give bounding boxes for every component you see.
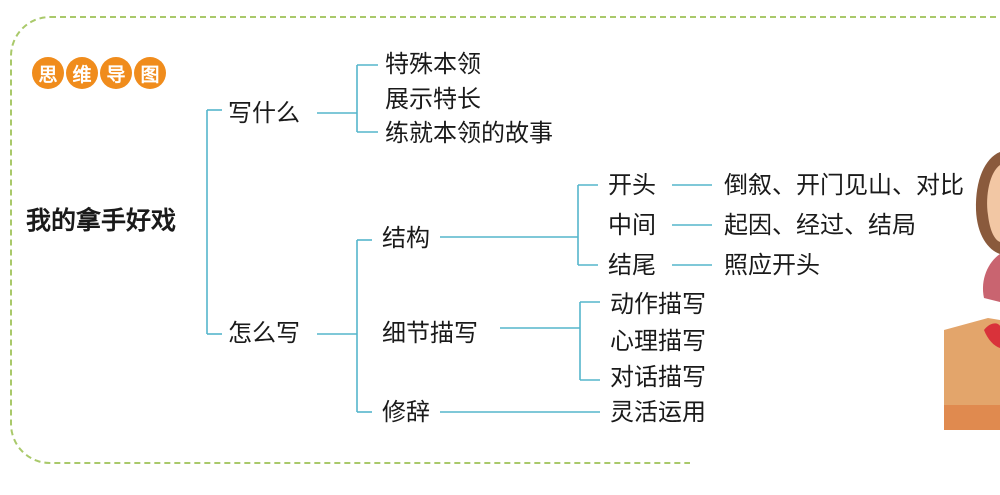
structure-item: 中间 — [608, 211, 656, 239]
how-structure: 结构 — [382, 224, 430, 252]
dashed-frame — [10, 16, 1000, 464]
structure-detail: 照应开头 — [724, 251, 820, 279]
branch-what: 写什么 — [228, 99, 300, 127]
detail-writing-item: 动作描写 — [610, 290, 706, 318]
badge-char: 维 — [66, 57, 98, 89]
what-item: 展示特长 — [385, 85, 481, 113]
what-item: 练就本领的故事 — [385, 119, 553, 147]
structure-detail: 倒叙、开门见山、对比 — [724, 171, 964, 199]
structure-item: 开头 — [608, 171, 656, 199]
mindmap-badge: 思 维 导 图 — [32, 57, 166, 89]
structure-detail: 起因、经过、结局 — [724, 211, 916, 239]
detail-writing-item: 心理描写 — [610, 327, 706, 355]
how-detail-writing: 细节描写 — [382, 319, 478, 347]
branch-how: 怎么写 — [228, 319, 300, 347]
badge-char: 导 — [100, 57, 132, 89]
mindmap-root: 我的拿手好戏 — [26, 206, 177, 235]
badge-char: 图 — [134, 57, 166, 89]
what-item: 特殊本领 — [385, 50, 481, 78]
how-rhetoric: 修辞 — [382, 398, 430, 426]
badge-char: 思 — [32, 57, 64, 89]
detail-writing-item: 对话描写 — [610, 363, 706, 391]
rhetoric-item: 灵活运用 — [610, 398, 706, 426]
structure-item: 结尾 — [608, 251, 656, 279]
